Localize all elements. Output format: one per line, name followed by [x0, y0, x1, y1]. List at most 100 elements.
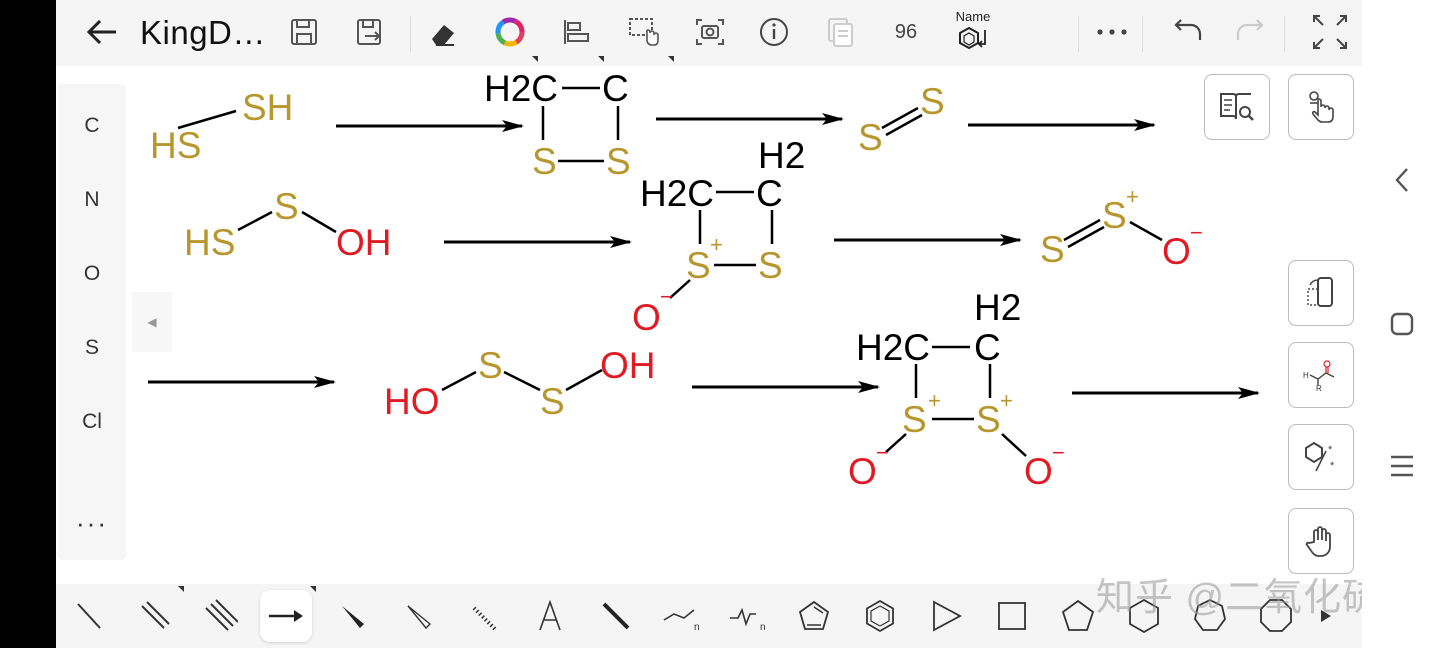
- redo-icon[interactable]: [1232, 10, 1272, 54]
- molecule-sso[interactable]: S S + O −: [1040, 184, 1203, 272]
- dropdown-indicator: [668, 56, 674, 62]
- svg-text:n: n: [760, 622, 766, 633]
- eraser-icon[interactable]: [424, 10, 464, 54]
- recents-menu-icon[interactable]: [1382, 446, 1422, 486]
- atom-label: H2C: [640, 173, 714, 214]
- charge-label: +: [1000, 388, 1013, 413]
- atom-label: HS: [184, 222, 235, 263]
- bottom-toolbar: n n: [56, 584, 1362, 648]
- atom-label: S: [532, 141, 557, 182]
- atom-label: O: [632, 297, 661, 338]
- atom-label: O: [848, 451, 877, 492]
- atom-label: S: [274, 186, 299, 227]
- charge-label: −: [1052, 440, 1065, 465]
- chain-n-tool[interactable]: n: [722, 590, 774, 642]
- back-chevron-icon[interactable]: [1382, 160, 1422, 200]
- align-icon[interactable]: [556, 10, 596, 54]
- reaction-scheme: SH HS H2 H2C C S S S S: [148, 26, 1260, 492]
- name-structure-icon[interactable]: Name: [948, 6, 998, 58]
- atom-label: SH: [242, 87, 293, 128]
- svg-text:H: H: [1303, 371, 1309, 380]
- home-square-icon[interactable]: [1382, 304, 1422, 344]
- triangle-tool[interactable]: [920, 590, 972, 642]
- molecule-h2s2[interactable]: SH HS: [150, 87, 293, 166]
- atom-label: C: [974, 327, 1001, 368]
- atom-label: S: [478, 345, 503, 386]
- copy-icon[interactable]: [820, 10, 860, 54]
- square-tool[interactable]: [986, 590, 1038, 642]
- text-tool[interactable]: [524, 590, 576, 642]
- toolbar-separator: [410, 16, 411, 52]
- search-structure-icon[interactable]: [1204, 74, 1270, 140]
- bold-bond-tool[interactable]: [590, 590, 642, 642]
- ring-template-icon[interactable]: **: [1288, 424, 1354, 490]
- app-window: KingD…: [56, 0, 1362, 648]
- atom-label: S: [858, 117, 883, 158]
- charge-label: −: [660, 284, 673, 309]
- benzene-tool[interactable]: [854, 590, 906, 642]
- watermark: 知乎 @二氧化硫: [1096, 577, 1362, 619]
- octagon-tool[interactable]: [1250, 590, 1302, 642]
- molecule-dithietane[interactable]: H2 H2C C S S: [484, 26, 647, 182]
- more-icon[interactable]: [1092, 10, 1132, 54]
- chain-tool[interactable]: n: [656, 590, 708, 642]
- atom-label: OH: [600, 345, 656, 386]
- hexagon-tool[interactable]: [1118, 590, 1170, 642]
- atom-label: S: [920, 81, 945, 122]
- zoom-level[interactable]: 96: [894, 20, 918, 43]
- name-label: Name: [955, 9, 991, 24]
- toolbar-separator: [1284, 16, 1285, 52]
- cyclopentadiene-tool[interactable]: [788, 590, 840, 642]
- select-hand-icon[interactable]: [624, 10, 664, 54]
- wedge-bond-tool[interactable]: [326, 590, 378, 642]
- screenshot-icon[interactable]: [690, 10, 730, 54]
- heptagon-tool[interactable]: [1184, 590, 1236, 642]
- molecule-dithietane-oxide[interactable]: H2 H2C C S + S O −: [632, 135, 805, 338]
- molecule-hosoh[interactable]: HO S S OH: [384, 345, 656, 422]
- back-arrow-icon[interactable]: [82, 10, 122, 54]
- atom-label: S: [902, 399, 927, 440]
- element-nitrogen[interactable]: N: [84, 188, 100, 211]
- element-palette: C N O S Cl ···: [58, 84, 126, 560]
- touch-select-icon[interactable]: [1288, 74, 1354, 140]
- next-tools-icon[interactable]: [1308, 590, 1344, 642]
- top-toolbar: KingD…: [56, 0, 1362, 66]
- arrow-tool[interactable]: [260, 590, 312, 642]
- save-icon[interactable]: [284, 10, 324, 54]
- atom-label: S: [1040, 229, 1065, 270]
- info-icon[interactable]: [754, 10, 794, 54]
- undo-icon[interactable]: [1166, 10, 1206, 54]
- more-elements-button[interactable]: ···: [76, 508, 108, 538]
- rotate-device-icon[interactable]: [1288, 260, 1354, 326]
- svg-text:*: *: [1330, 460, 1335, 472]
- double-bond-tool[interactable]: [128, 590, 180, 642]
- atom-label: S: [976, 399, 1001, 440]
- pentagon-tool[interactable]: [1052, 590, 1104, 642]
- atom-label: HS: [150, 125, 201, 166]
- element-chlorine[interactable]: Cl: [82, 410, 102, 433]
- collapse-palette-button[interactable]: ◀: [132, 292, 172, 352]
- save-as-icon[interactable]: [350, 10, 390, 54]
- color-wheel-icon[interactable]: [490, 10, 530, 54]
- charge-label: −: [876, 440, 889, 465]
- fullscreen-icon[interactable]: [1308, 10, 1352, 54]
- triple-bond-tool[interactable]: [194, 590, 246, 642]
- atom-label: OH: [336, 222, 392, 263]
- charge-label: −: [1190, 220, 1203, 245]
- drawing-canvas[interactable]: SH HS H2 H2C C S S S S: [56, 26, 1362, 582]
- element-carbon[interactable]: C: [84, 114, 100, 137]
- molecule-s2[interactable]: S S: [858, 81, 945, 158]
- molecule-hsoh[interactable]: HS S OH: [184, 186, 392, 263]
- hash-wedge-bond-tool[interactable]: [392, 590, 444, 642]
- atom-label: H2: [974, 287, 1021, 328]
- pan-hand-icon[interactable]: [1288, 508, 1354, 574]
- atom-label: H2C: [856, 327, 930, 368]
- atom-label: S: [758, 245, 783, 286]
- element-oxygen[interactable]: O: [83, 262, 101, 285]
- dashed-bond-tool[interactable]: [458, 590, 510, 642]
- molecule-dithietane-dioxide[interactable]: H2 H2C C S + S + O − O −: [848, 287, 1065, 492]
- single-bond-tool[interactable]: [62, 590, 114, 642]
- atom-label: S: [686, 245, 711, 286]
- element-sulfur[interactable]: S: [84, 336, 99, 359]
